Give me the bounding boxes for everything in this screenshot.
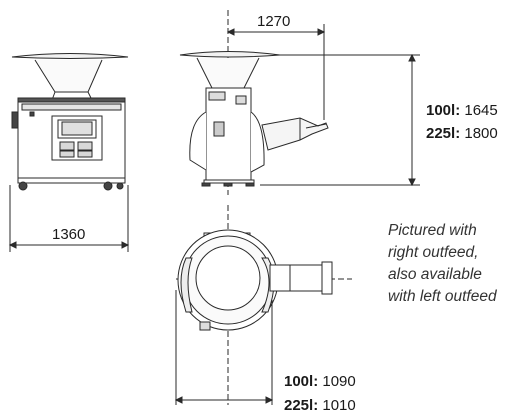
caption-line-3: also available	[388, 266, 482, 283]
height-225l-label: 225l:	[426, 125, 461, 142]
base-100l-row: 100l: 1090	[284, 373, 356, 390]
caption-line-1: Pictured with	[388, 222, 477, 239]
height-100l-row: 100l: 1645	[426, 102, 498, 119]
base-225l-label: 225l:	[284, 397, 319, 414]
height-100l-label: 100l:	[426, 102, 461, 119]
side-view	[179, 10, 420, 195]
top-view	[174, 205, 352, 405]
base-100l-value: 1090	[322, 373, 356, 390]
base-225l-value: 1010	[322, 397, 356, 414]
base-225l-row: 225l: 1010	[284, 397, 356, 414]
height-225l-row: 225l: 1800	[426, 125, 498, 142]
caption-line-4: with left outfeed	[388, 288, 497, 305]
front-width-dimension: 1360	[52, 226, 86, 243]
outfeed-caption: Pictured with right outfeed, also availa…	[388, 220, 497, 308]
height-100l-value: 1645	[464, 102, 498, 119]
front-view	[8, 53, 130, 252]
caption-line-2: right outfeed,	[388, 244, 479, 261]
base-100l-label: 100l:	[284, 373, 319, 390]
height-225l-value: 1800	[464, 125, 498, 142]
side-depth-dimension: 1270	[257, 13, 291, 30]
